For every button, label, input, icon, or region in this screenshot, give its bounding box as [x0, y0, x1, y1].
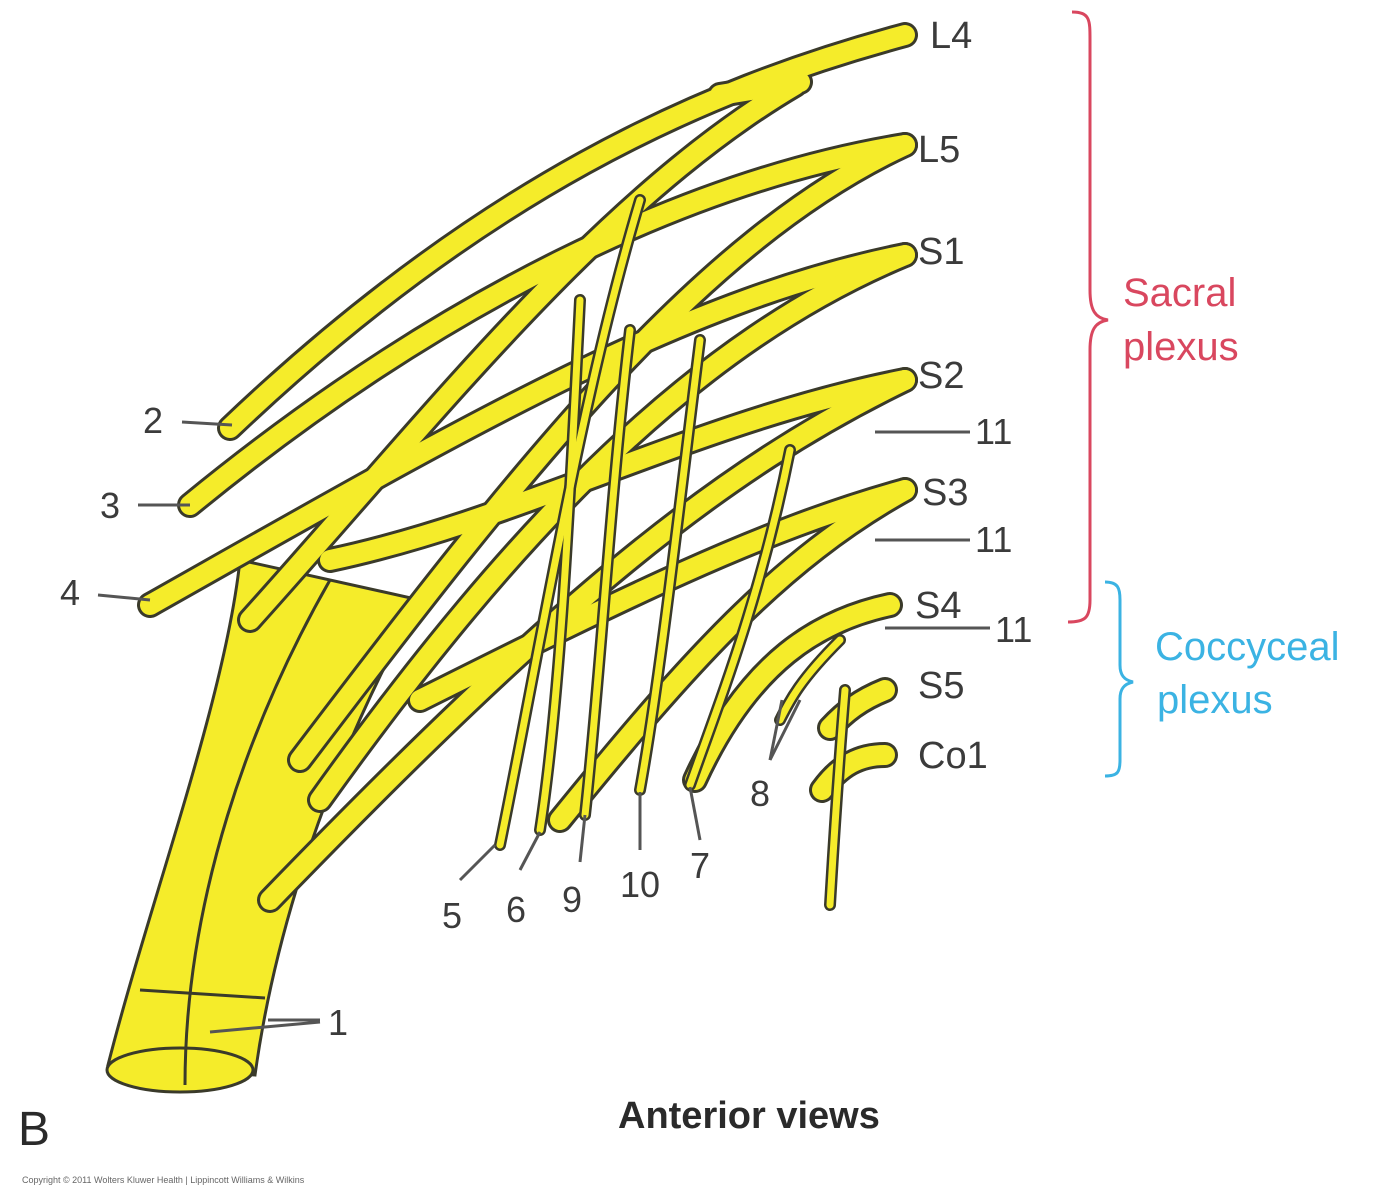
number-label-11-middle: 11 — [975, 519, 1012, 560]
coccygeal-plexus-label-line2: plexus — [1157, 678, 1273, 722]
number-label-5: 5 — [442, 895, 462, 936]
root-label-s1: S1 — [918, 231, 964, 273]
number-label-10: 10 — [620, 864, 660, 905]
sacral-plexus-brace — [1067, 10, 1109, 624]
root-label-s5: S5 — [918, 665, 964, 707]
number-label-8: 8 — [750, 773, 770, 814]
leader-lines — [97, 420, 990, 1034]
number-label-11-upper: 11 — [975, 411, 1012, 452]
root-label-l4: L4 — [930, 15, 972, 57]
number-label-2: 2 — [143, 400, 163, 441]
number-label-11-lower: 11 — [995, 609, 1032, 650]
nerve-branches — [137, 22, 918, 913]
root-label-co1: Co1 — [918, 735, 988, 777]
sacral-plexus-label-line2: plexus — [1123, 325, 1239, 369]
root-label-l5: L5 — [918, 129, 960, 171]
number-label-6: 6 — [506, 889, 526, 930]
sciatic-trunk — [105, 558, 423, 1094]
root-label-s2: S2 — [918, 355, 964, 397]
number-label-7: 7 — [690, 845, 710, 886]
number-label-1: 1 — [328, 1002, 348, 1043]
sacral-plexus-label-line1: Sacral — [1123, 271, 1236, 315]
number-label-4: 4 — [60, 572, 80, 613]
figure-caption: Anterior views — [618, 1095, 880, 1137]
coccygeal-plexus-label-line1: Coccyceal — [1155, 625, 1340, 669]
number-label-9: 9 — [562, 879, 582, 920]
panel-letter: B — [18, 1103, 50, 1156]
coccygeal-plexus-brace — [1104, 580, 1134, 778]
copyright-notice: Copyright © 2011 Wolters Kluwer Health |… — [22, 1175, 305, 1185]
root-label-s4: S4 — [915, 585, 961, 627]
number-label-3: 3 — [100, 485, 120, 526]
root-label-s3: S3 — [922, 472, 968, 514]
